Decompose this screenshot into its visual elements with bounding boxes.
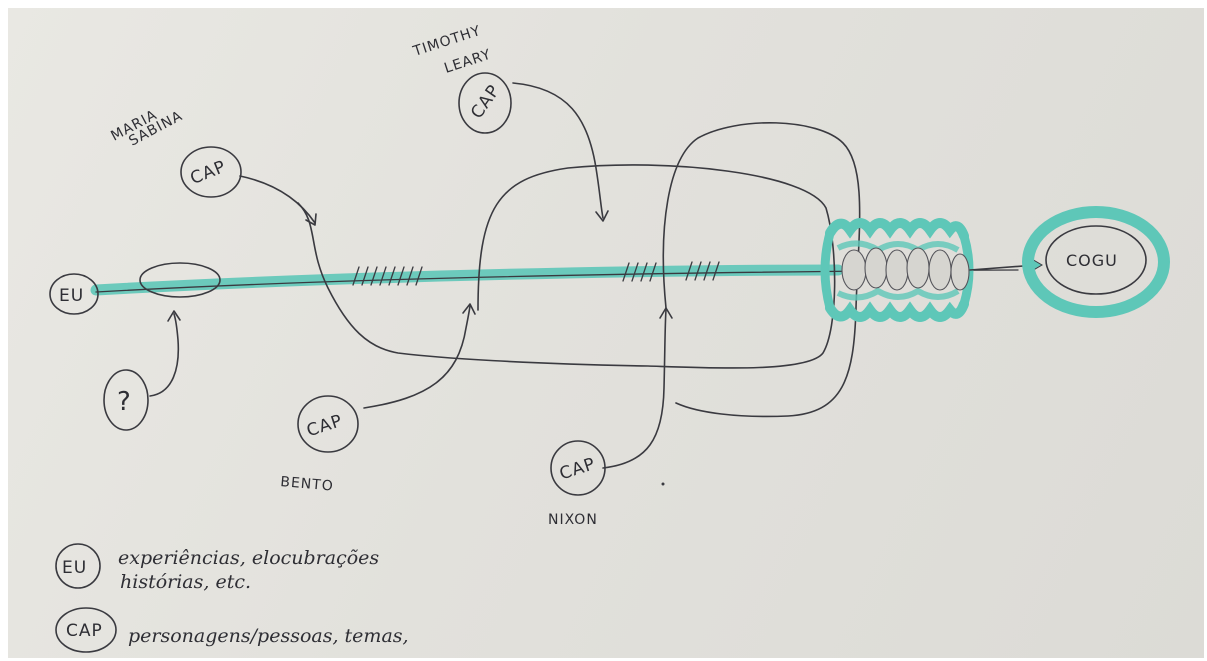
hatch-marks-2: [622, 262, 657, 282]
loop-nixon-large: [662, 121, 861, 418]
cap-bento-circle: [297, 395, 359, 453]
teal-wavy-left: [820, 231, 835, 310]
arrowhead-nixon: [659, 307, 673, 319]
arrow-maria: [239, 175, 316, 224]
arrowhead-timothy: [595, 210, 609, 222]
legend-eu-text-2: histórias, etc.: [120, 571, 251, 593]
arrowhead-maria: [305, 213, 317, 226]
diagram-canvas: EU ? MARIA SABINA CAP TIMOTHY LEARY CAP …: [49, 23, 1170, 653]
legend-eu-symbol: EU: [62, 558, 87, 578]
legend-cap-circle: [55, 607, 117, 653]
nixon-label: NIXON: [548, 512, 598, 528]
arrowhead-unknown: [167, 310, 181, 322]
unknown-node-label: ?: [117, 387, 132, 417]
cap-maria-label: CAP: [188, 157, 230, 189]
arrow-bento: [363, 305, 471, 409]
unknown-node-circle: [103, 369, 149, 431]
experience-ellipse: [139, 262, 221, 298]
teal-wavy-top: [825, 218, 969, 241]
legend-cap-symbol: CAP: [66, 621, 103, 641]
cap-nixon-circle: [550, 440, 606, 496]
arrow-unknown: [149, 313, 180, 397]
teal-wavy-bottom: [825, 299, 969, 322]
teal-wavy-mid: [836, 240, 960, 301]
cap-nixon-label: CAP: [557, 454, 598, 484]
legend-cap-text: personagens/pessoas, temas,: [128, 625, 409, 647]
cogu-node-circle: [1045, 225, 1147, 295]
legend-eu-text-1: experiências, elocubrações: [118, 547, 379, 569]
arrow-nixon: [602, 309, 667, 469]
loop-timothy-large: [297, 164, 836, 369]
bento-label: BENTO: [280, 474, 335, 495]
paper-sheet: EU ? MARIA SABINA CAP TIMOTHY LEARY CAP …: [8, 8, 1204, 658]
cap-timothy-label: CAP: [467, 81, 504, 123]
arrowhead-bento: [462, 303, 476, 315]
eu-node-label: EU: [59, 286, 84, 306]
legend-eu-circle: [55, 543, 101, 589]
cap-bento-label: CAP: [304, 411, 345, 441]
main-timeline-highlight: [90, 264, 844, 296]
cap-maria-circle: [180, 146, 242, 198]
eu-node-circle: [49, 273, 99, 315]
cogu-node-label: COGU: [1066, 251, 1118, 270]
hatch-marks-1: [352, 266, 423, 286]
cap-timothy-circle: [458, 72, 512, 134]
cogu-teal-ring: [1022, 206, 1170, 318]
arrow-timothy: [512, 82, 604, 219]
pencil-dot: [661, 482, 665, 486]
condensed-loops-scribble: [841, 247, 970, 291]
hatch-marks-3: [685, 261, 720, 281]
